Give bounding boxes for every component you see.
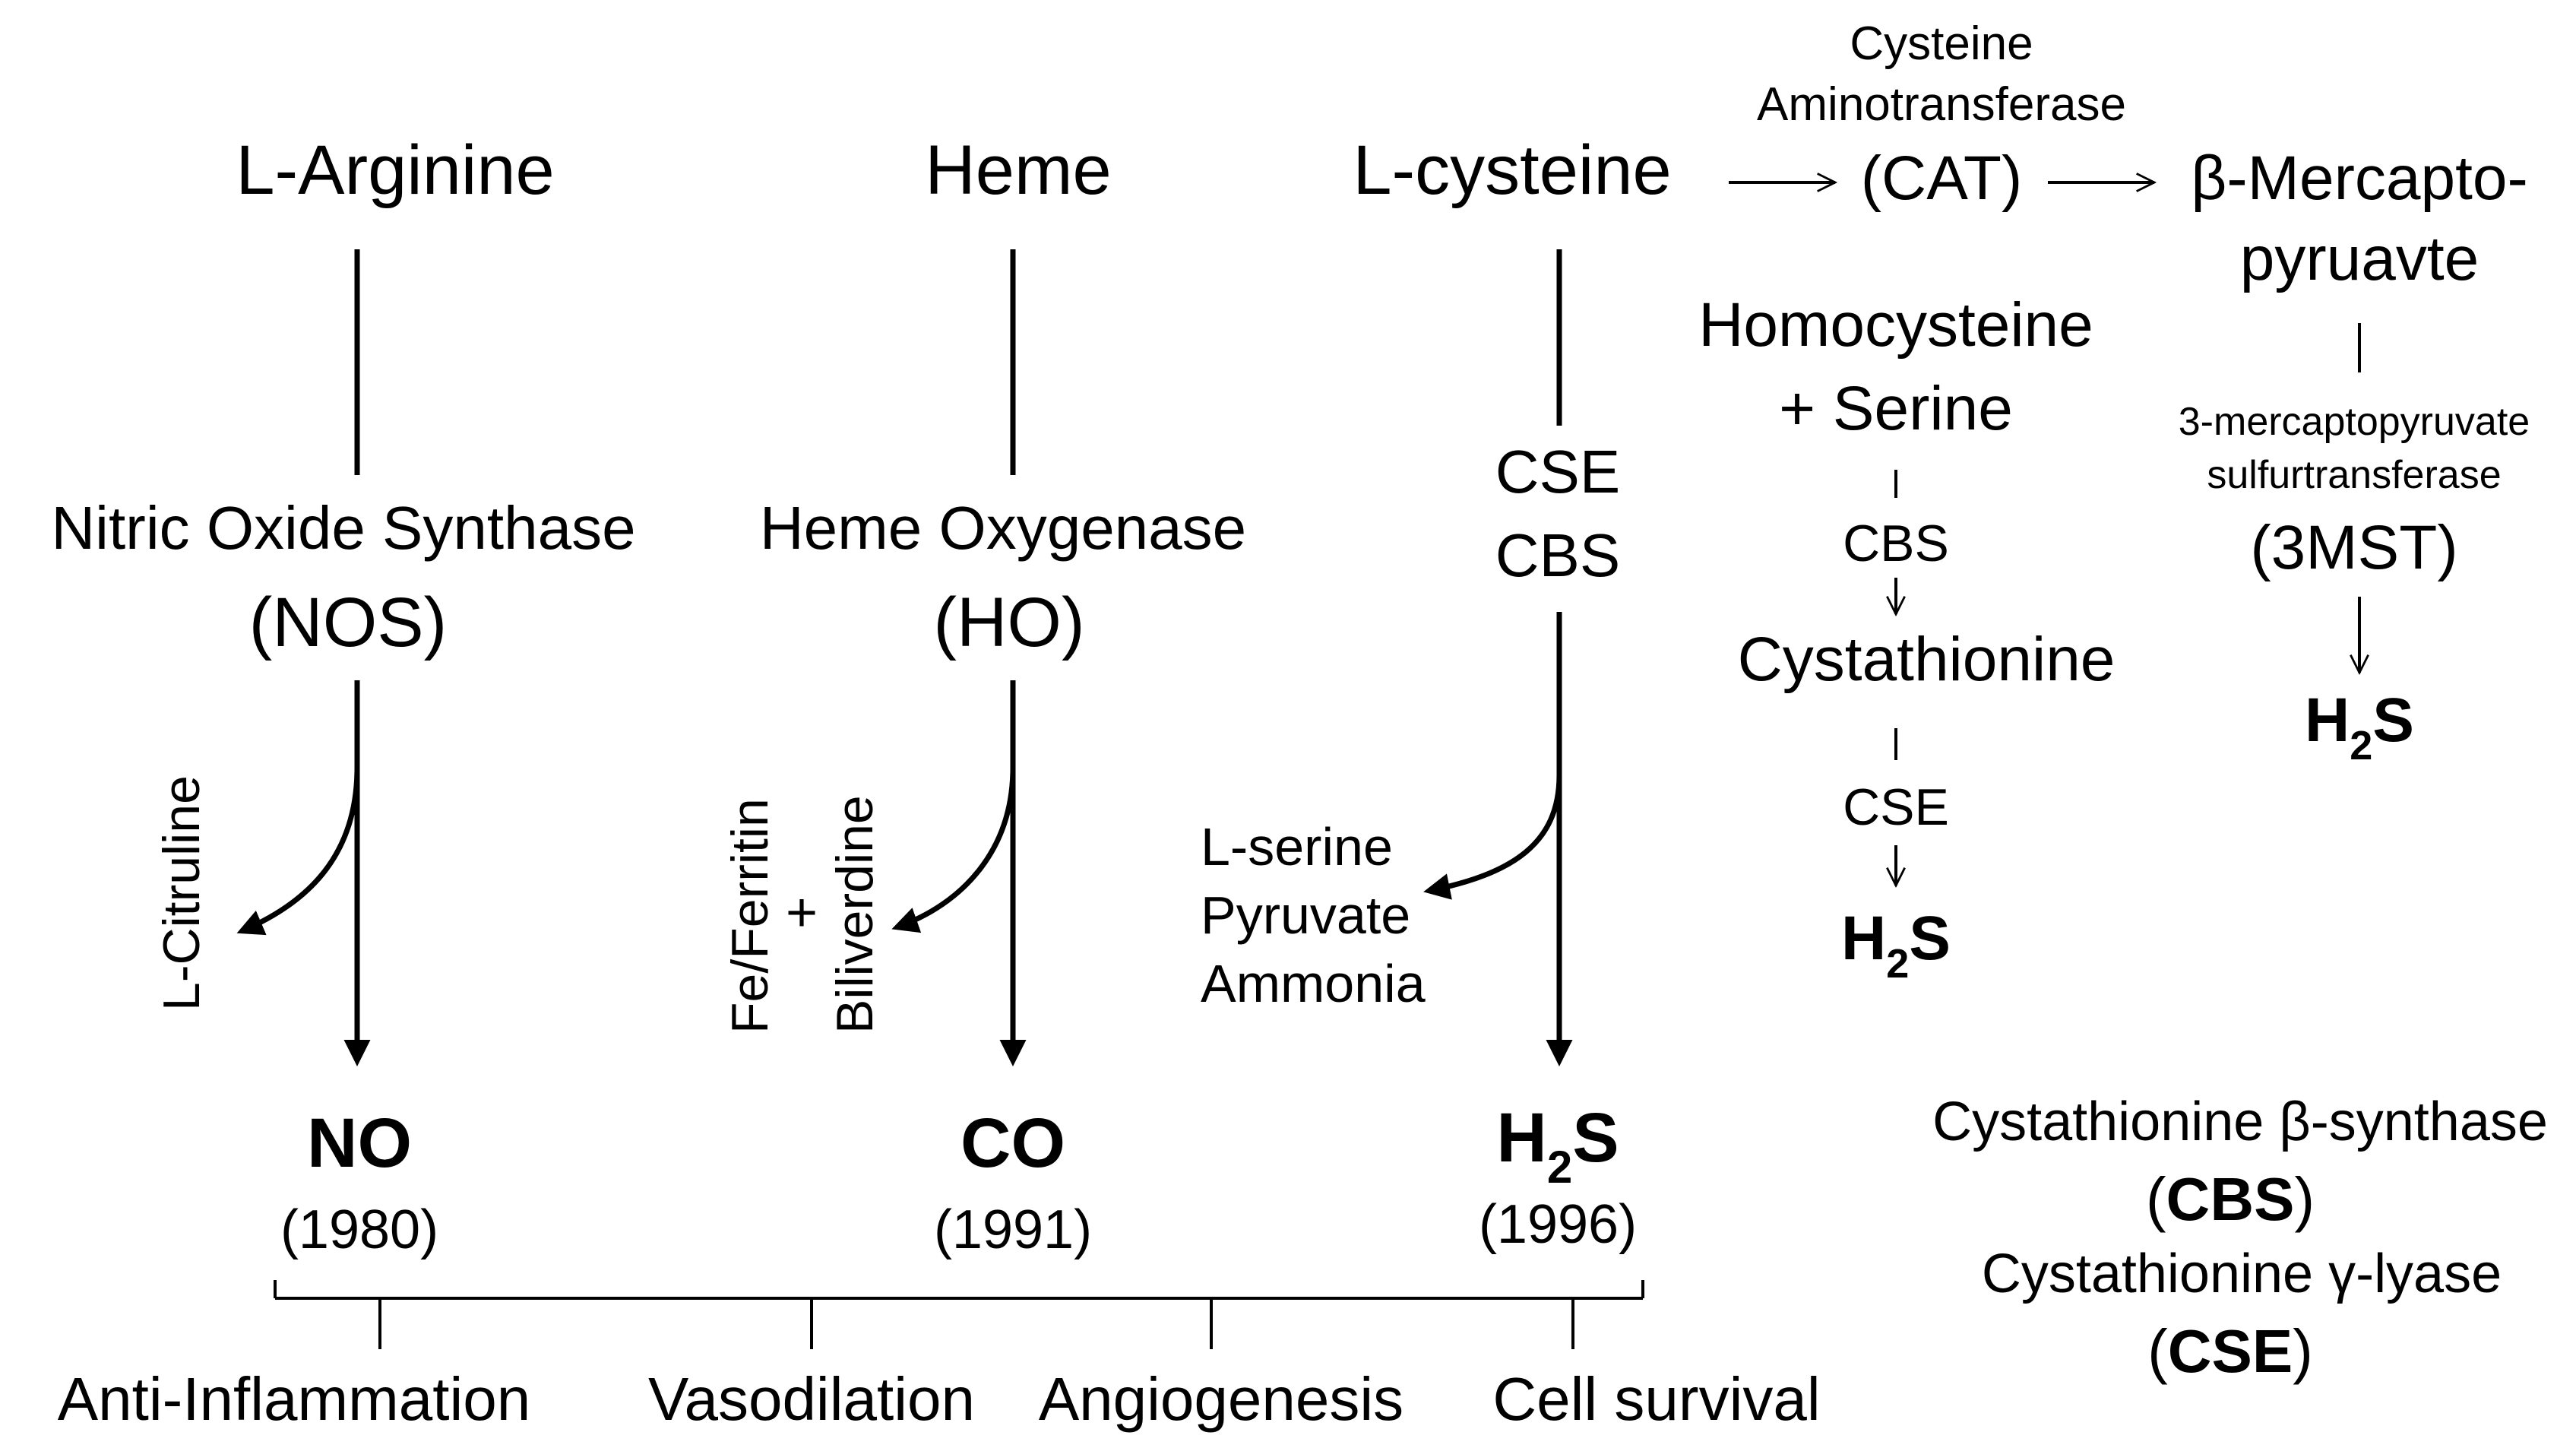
co-byproduct-arrow — [891, 767, 1016, 933]
co-byproduct-plus: + — [786, 882, 818, 943]
effect-vasodilation: Vasodilation — [648, 1365, 975, 1433]
co-byproduct-2: Biliverdine — [826, 795, 884, 1034]
no-enzyme-abbr: (NOS) — [249, 584, 448, 661]
no-product: NO — [307, 1104, 412, 1182]
no-byproduct-arrow — [236, 767, 360, 936]
h2s-enzyme-cse: CSE — [1495, 438, 1621, 505]
co-enzyme-name: Heme Oxygenase — [760, 494, 1246, 562]
legend-cse-abbr: (CSE) — [2147, 1317, 2313, 1385]
cat-enzyme-line2: Aminotransferase — [1757, 78, 2126, 131]
co-enzyme-abbr: (HO) — [933, 584, 1084, 661]
effect-anti-inflammation: Anti-Inflammation — [58, 1365, 530, 1433]
mercaptopyruvate-line2: pyruavte — [2240, 224, 2479, 293]
h2s-byproduct-3: Ammonia — [1201, 954, 1426, 1013]
legend-cbs-name: Cystathionine β-synthase — [1932, 1092, 2548, 1152]
homocysteine-enzyme-cbs: CBS — [1843, 515, 1949, 572]
mst-enzyme-line1: 3-mercaptopyruvate — [2179, 400, 2530, 444]
no-year: (1980) — [280, 1199, 438, 1260]
h2s-substrate: L-cysteine — [1353, 131, 1671, 209]
mst-enzyme-line2: sulfurtransferase — [2207, 453, 2501, 497]
h2s-byproduct-arrow — [1423, 775, 1562, 900]
co-year: (1991) — [934, 1199, 1092, 1260]
co-substrate: Heme — [925, 131, 1111, 209]
no-byproduct: L-Citruline — [153, 775, 210, 1011]
homocysteine-product: H2S — [1841, 904, 1951, 987]
cat-enzyme-line1: Cysteine — [1850, 17, 2033, 70]
effect-angiogenesis: Angiogenesis — [1039, 1365, 1404, 1433]
h2s-year: (1996) — [1479, 1194, 1637, 1255]
mst-product: H2S — [2305, 686, 2414, 768]
h2s-byproduct-2: Pyruvate — [1201, 886, 1410, 945]
cat-enzyme-abbr: (CAT) — [1861, 144, 2023, 213]
cystathionine: Cystathionine — [1738, 625, 2116, 694]
homocysteine-line2: + Serine — [1779, 374, 2013, 443]
h2s-byproduct-1: L-serine — [1201, 817, 1393, 876]
h2s-product: H2S — [1496, 1099, 1619, 1193]
effect-cell-survival: Cell survival — [1492, 1365, 1820, 1433]
no-substrate: L-Arginine — [236, 131, 554, 209]
no-enzyme-name: Nitric Oxide Synthase — [51, 494, 635, 562]
homocysteine-line1: Homocysteine — [1698, 290, 2093, 360]
co-byproduct-1: Fe/Ferritin — [721, 798, 779, 1034]
legend-cse-name: Cystathionine γ-lyase — [1982, 1244, 2502, 1304]
effects-bracket — [274, 1280, 1644, 1349]
homocysteine-enzyme-cse: CSE — [1843, 778, 1949, 836]
legend-cbs-abbr: (CBS) — [2146, 1165, 2315, 1233]
mst-enzyme-abbr: (3MST) — [2250, 513, 2457, 582]
mercaptopyruvate-line1: β-Mercapto- — [2191, 144, 2528, 213]
co-product: CO — [960, 1104, 1065, 1182]
h2s-enzyme-cbs: CBS — [1495, 521, 1621, 589]
